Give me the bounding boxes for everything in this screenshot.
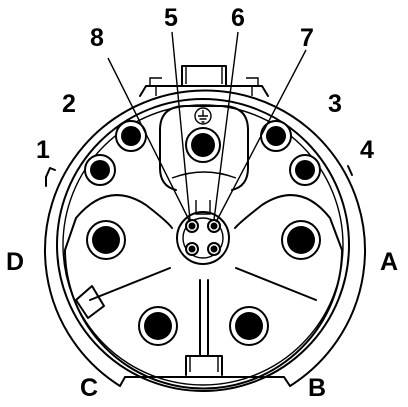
- pin-label-2: 2: [62, 90, 76, 118]
- leader-line-5: [171, 31, 191, 221]
- pin-a-socket: [281, 220, 321, 260]
- power-insert: [64, 194, 343, 390]
- pin-label-3: 3: [328, 90, 342, 118]
- pin-d-socket: [86, 220, 126, 260]
- pin-label-b: B: [308, 374, 326, 402]
- pin-label-4: 4: [360, 136, 374, 164]
- leader-line-7: [215, 49, 307, 223]
- pin-b-socket: [229, 306, 269, 346]
- leader-lines: [107, 31, 307, 223]
- pin-1-socket: [84, 154, 116, 186]
- leader-line-8: [107, 57, 191, 223]
- pin-6-socket: [185, 242, 199, 256]
- pin-label-a: A: [380, 248, 398, 276]
- pin-4-socket: [289, 154, 321, 186]
- pin-label-8: 8: [90, 24, 104, 52]
- pin-label-6: 6: [231, 4, 245, 32]
- pin-label-5: 5: [164, 4, 178, 32]
- pin-8-socket: [185, 219, 199, 233]
- pin-5-socket: [207, 219, 221, 233]
- pin-2-socket: [115, 120, 147, 152]
- pin-7-socket: [207, 242, 221, 256]
- pin-c-socket: [138, 306, 178, 346]
- connector-housing: [44, 65, 366, 387]
- pin-label-1: 1: [36, 136, 50, 164]
- leader-line-6: [213, 31, 239, 221]
- pin-3-socket: [260, 120, 292, 152]
- ground-symbol-icon: [194, 107, 212, 125]
- pin-label-c: C: [80, 374, 98, 402]
- earth-pin: [185, 127, 221, 163]
- pin-label-d: D: [6, 248, 24, 276]
- pin-label-7: 7: [300, 24, 314, 52]
